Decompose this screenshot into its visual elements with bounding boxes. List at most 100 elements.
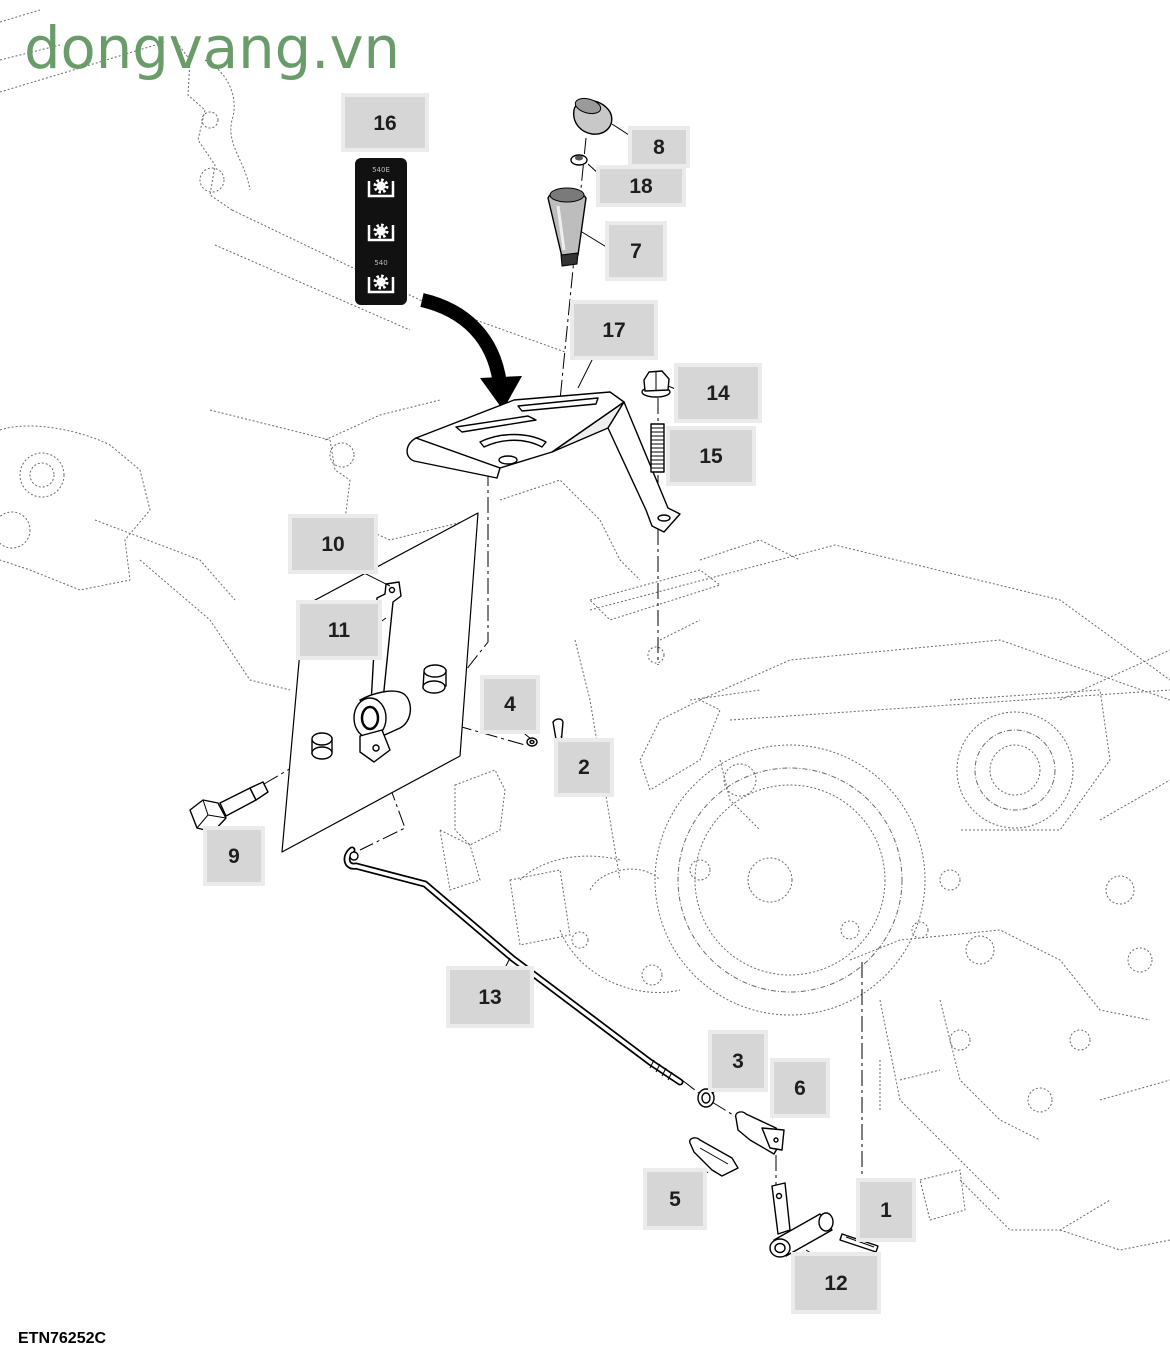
transmission-housing bbox=[0, 9, 1170, 1251]
callout-box bbox=[203, 826, 265, 886]
figure-code: ETN76252C bbox=[18, 1330, 106, 1347]
housing-boss bbox=[329, 442, 355, 468]
callout-2: 2 bbox=[554, 738, 614, 797]
housing-top-left-flange bbox=[171, 35, 251, 211]
arm-hub-bore bbox=[774, 1242, 786, 1254]
arm-hub-right-end bbox=[818, 1212, 834, 1232]
housing-top-left-edge bbox=[0, 9, 166, 93]
callout-box bbox=[605, 221, 667, 281]
gear-body bbox=[376, 226, 386, 236]
callout-label: 13 bbox=[478, 986, 501, 1009]
pto-neutral-icon bbox=[367, 223, 395, 242]
callout-label: 4 bbox=[504, 693, 516, 716]
gear-housing-teeth bbox=[677, 767, 903, 993]
housing-vertical-edge bbox=[574, 639, 621, 881]
callout-4: 4 bbox=[480, 675, 540, 734]
center-line bbox=[429, 717, 526, 746]
nut-bore bbox=[701, 1092, 711, 1104]
callout-1: 1 bbox=[856, 1178, 916, 1242]
callout-box bbox=[708, 1030, 768, 1092]
decal-location-arrow bbox=[420, 293, 522, 410]
arrow-head bbox=[480, 376, 522, 410]
icon-bracket bbox=[367, 181, 395, 198]
center-line bbox=[465, 470, 489, 671]
center-line bbox=[681, 1079, 739, 1119]
bearing-outer bbox=[956, 711, 1074, 829]
bushing-end bbox=[422, 680, 446, 694]
stud bbox=[650, 423, 665, 473]
arm-tab bbox=[771, 1182, 791, 1235]
handle-collar bbox=[560, 252, 579, 267]
callout-box bbox=[856, 1178, 916, 1242]
callout-label: 9 bbox=[228, 845, 240, 868]
bearing-inner bbox=[989, 744, 1041, 796]
bushing-lower bbox=[311, 732, 333, 760]
callout-box bbox=[666, 426, 756, 486]
housing-lower-left-casting bbox=[439, 769, 681, 993]
jam-nut bbox=[570, 154, 588, 166]
callout-label: 8 bbox=[653, 136, 665, 159]
bolt-hole bbox=[1127, 947, 1153, 973]
bolt-hole bbox=[1069, 1029, 1091, 1051]
bolt-hole bbox=[939, 869, 961, 891]
callout-label: 11 bbox=[328, 619, 351, 642]
clip-fold bbox=[699, 1147, 729, 1165]
housing-left-casting bbox=[0, 425, 291, 691]
callout-3: 3 bbox=[708, 1030, 768, 1092]
callout-10: 10 bbox=[288, 514, 378, 574]
clevis-hole bbox=[773, 1137, 779, 1143]
leader-7 bbox=[581, 231, 609, 249]
bolt-hole bbox=[949, 1029, 971, 1051]
gear-housing-edge bbox=[639, 699, 761, 831]
lever-handle bbox=[547, 187, 587, 267]
housing-boss bbox=[29, 462, 55, 488]
gear-housing-inner bbox=[694, 784, 886, 976]
housing-bottom-edge bbox=[919, 1169, 1170, 1251]
bolt-hole bbox=[689, 859, 711, 881]
callout-box bbox=[341, 93, 429, 152]
gear-body bbox=[376, 181, 386, 191]
rod-threads bbox=[649, 1059, 673, 1081]
bracket-leg bbox=[607, 401, 681, 533]
callout-17: 17 bbox=[570, 300, 658, 360]
rod-body bbox=[345, 848, 682, 1084]
callout-box bbox=[288, 514, 378, 574]
housing-boss bbox=[0, 511, 31, 549]
icon-bracket bbox=[367, 225, 395, 242]
pto-decal: 540E 540 bbox=[355, 158, 407, 305]
callout-box bbox=[628, 126, 690, 168]
bolt-hole bbox=[571, 931, 589, 949]
clevis bbox=[734, 1111, 785, 1155]
bushing-end bbox=[311, 746, 333, 760]
shoulder-bolt bbox=[189, 781, 269, 833]
callout-box bbox=[674, 363, 762, 423]
housing-boss bbox=[199, 167, 225, 193]
callout-18: 18 bbox=[596, 165, 686, 207]
callout-13: 13 bbox=[446, 966, 534, 1028]
bracket-gate-slot bbox=[517, 397, 599, 412]
housing-boss bbox=[19, 452, 65, 498]
bracket-slot bbox=[455, 415, 537, 433]
handle-top bbox=[549, 187, 585, 203]
clevis-fork bbox=[761, 1127, 785, 1151]
flange-bolt bbox=[641, 370, 671, 398]
housing-top-edge bbox=[209, 209, 566, 441]
callout-6: 6 bbox=[770, 1058, 830, 1118]
gear-housing-hub bbox=[747, 857, 793, 903]
callout-box bbox=[570, 300, 658, 360]
gear-teeth bbox=[373, 274, 389, 290]
handle-highlight bbox=[556, 205, 566, 251]
callout-label: 18 bbox=[629, 175, 653, 198]
callout-box bbox=[480, 675, 540, 734]
callout-label: 5 bbox=[669, 1188, 681, 1211]
callout-9: 9 bbox=[203, 826, 265, 886]
watermark: dongvang.vn bbox=[24, 14, 400, 82]
callout-12: 12 bbox=[791, 1252, 881, 1314]
callout-box bbox=[554, 738, 614, 797]
callout-box bbox=[770, 1058, 830, 1118]
pto-540-icon bbox=[367, 274, 395, 294]
bracket-curved-slot bbox=[479, 433, 547, 448]
gear-body bbox=[376, 277, 386, 287]
callout-label: 15 bbox=[699, 445, 723, 468]
